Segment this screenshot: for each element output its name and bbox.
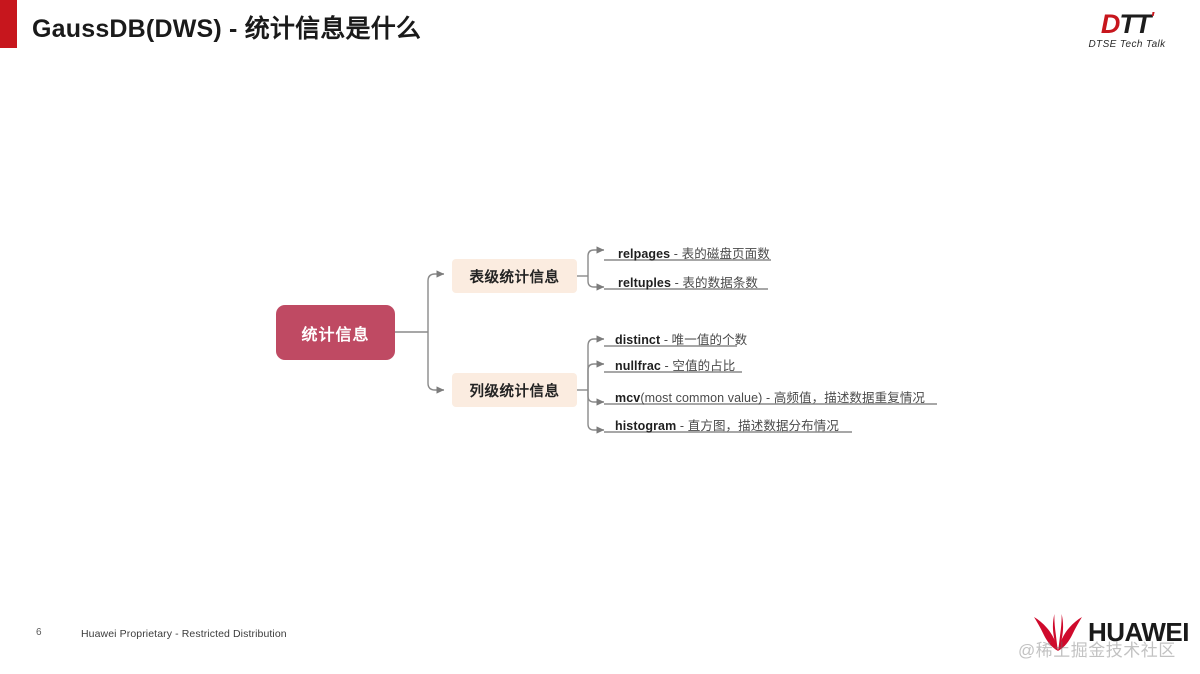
leaf-term: relpages: [618, 247, 671, 261]
leaf-relpages: relpages - 表的磁盘页面数: [618, 243, 770, 262]
title-accent-bar: [0, 0, 17, 48]
leaf-nullfrac: nullfrac - 空值的占比: [615, 355, 735, 374]
page-title: GaussDB(DWS) - 统计信息是什么: [32, 15, 422, 43]
dtt-letter-d: D: [1100, 9, 1120, 39]
leaf-qualifier: (most common value): [640, 391, 763, 405]
leaf-term: mcv: [615, 391, 641, 405]
leaf-separator: -: [676, 419, 688, 433]
leaf-description: 空值的占比: [672, 359, 736, 373]
leaf-description: 高频值，描述数据重复情况: [773, 391, 926, 405]
leaf-separator: -: [670, 247, 682, 261]
leaf-term: histogram: [615, 419, 677, 433]
leaf-term: distinct: [615, 333, 661, 347]
huawei-flower-icon: [1034, 614, 1082, 651]
dtt-tick-icon: ': [1150, 10, 1154, 27]
footer-confidentiality-note: Huawei Proprietary - Restricted Distribu…: [81, 628, 287, 640]
leaf-separator: -: [762, 391, 774, 405]
leaf-description: 直方图，描述数据分布情况: [687, 419, 839, 433]
leaf-term: nullfrac: [615, 359, 661, 373]
leaf-separator: -: [660, 359, 673, 373]
mindmap-branch-column-level[interactable]: 列级统计信息: [452, 373, 577, 407]
leaf-description: 表的数据条数: [682, 276, 759, 290]
mindmap-root-node[interactable]: 统计信息: [276, 305, 395, 360]
leaf-histogram: histogram - 直方图，描述数据分布情况: [615, 415, 839, 434]
dtt-logo: DTT' DTSE Tech Talk: [1068, 5, 1186, 50]
page-number: 6: [36, 627, 42, 638]
leaf-description: 表的磁盘页面数: [681, 247, 770, 261]
mindmap-branch-table-level[interactable]: 表级统计信息: [452, 259, 577, 293]
leaf-term: reltuples: [618, 276, 671, 290]
huawei-wordmark: HUAWEI: [1088, 617, 1190, 647]
leaf-mcv: mcv(most common value) - 高频值，描述数据重复情况: [615, 387, 925, 406]
dtt-subtitle: DTSE Tech Talk: [1088, 39, 1166, 50]
leaf-separator: -: [671, 276, 683, 290]
leaf-distinct: distinct - 唯一值的个数: [615, 329, 747, 348]
leaf-separator: -: [660, 333, 672, 347]
leaf-reltuples: reltuples - 表的数据条数: [618, 272, 758, 291]
dtt-wordmark: DTT': [1068, 5, 1186, 38]
dtt-letters-tt: TT: [1119, 9, 1151, 39]
leaf-description: 唯一值的个数: [671, 333, 748, 347]
huawei-logo: HUAWEI: [1032, 614, 1190, 654]
